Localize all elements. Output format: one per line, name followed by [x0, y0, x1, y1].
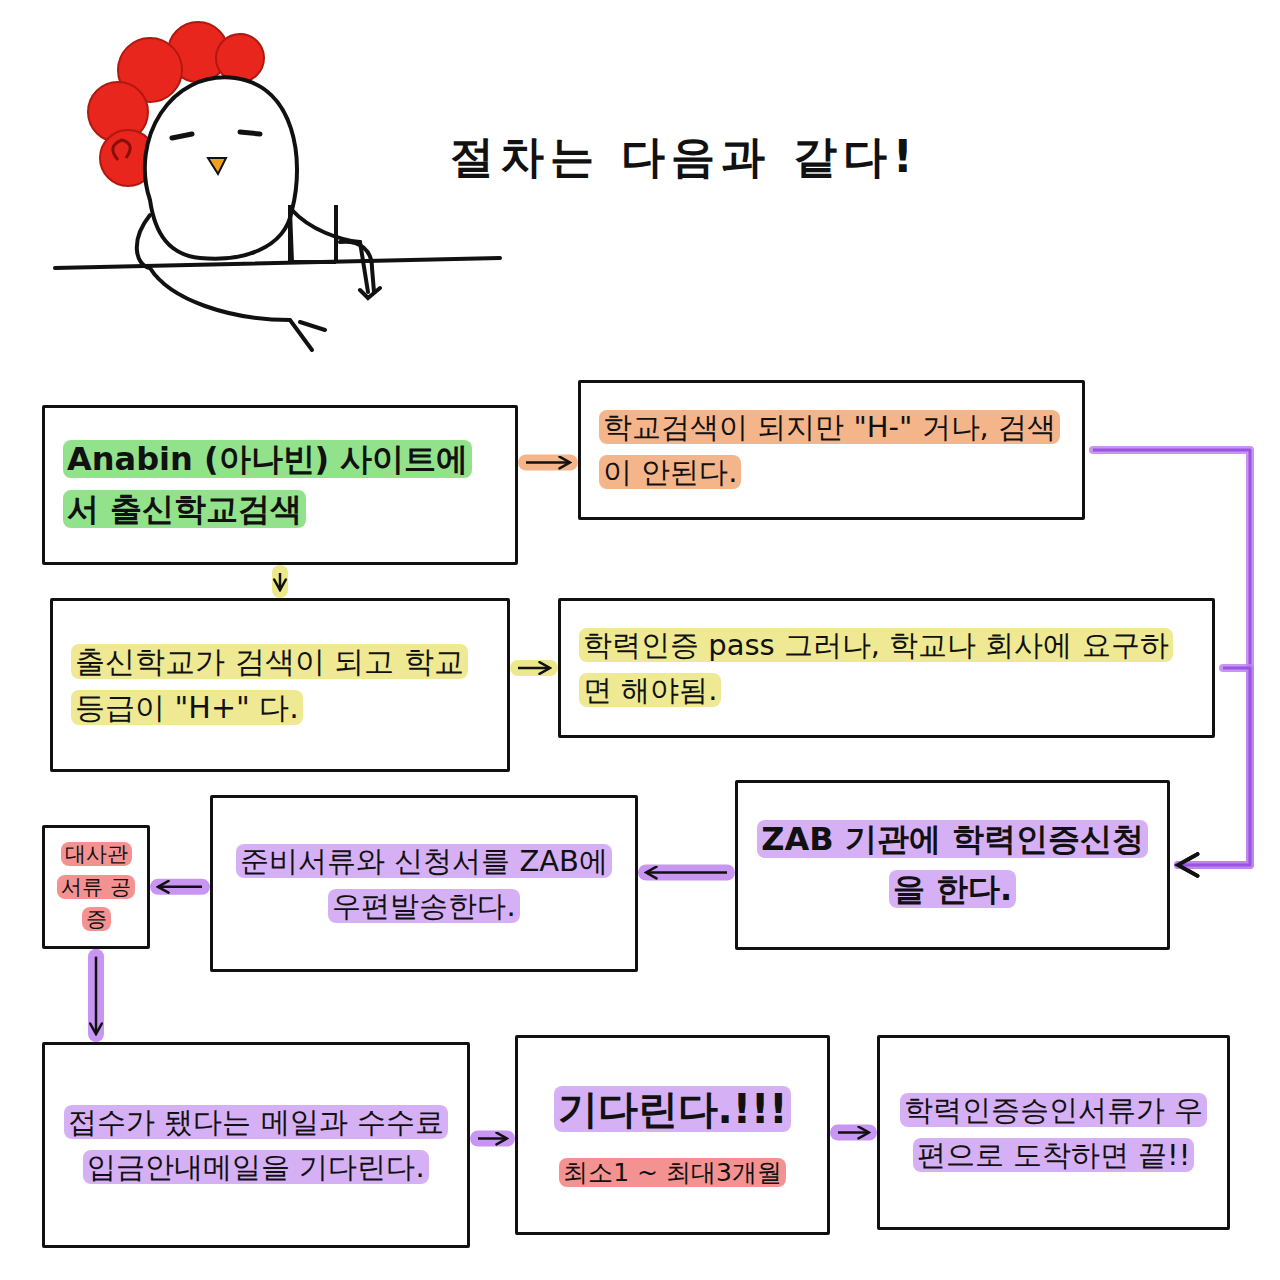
chicken-arm: [150, 268, 325, 350]
flow-arrow: [518, 668, 550, 669]
process-box: 기다린다.!!! 최소1 ~ 최대3개월: [515, 1035, 830, 1235]
chicken-body: [137, 210, 368, 292]
page-title: 절차는 다음과 같다!: [450, 128, 919, 187]
box-note: 최소1 ~ 최대3개월: [559, 1158, 786, 1187]
process-box: ZAB 기관에 학력인증신청을 한다.: [735, 780, 1170, 950]
flow-arrow: [158, 886, 202, 887]
process-box: 학교검색이 되지만 "H-" 거나, 검색이 안된다.: [578, 380, 1085, 520]
flow-arrow: [280, 573, 281, 590]
process-box: 학력인증 pass 그러나, 학교나 회사에 요구하면 해야됨.: [558, 598, 1215, 738]
flow-arrow: [96, 957, 97, 1034]
chicken-head: [145, 77, 297, 258]
box-text: 학교검색이 되지만 "H-" 거나, 검색이 안된다.: [599, 410, 1060, 489]
box-text: Anabin (아나빈) 사이트에서 출신학교검색: [63, 440, 472, 528]
flow-arrow: [478, 1138, 507, 1139]
table-line: [55, 258, 500, 268]
box-text: 접수가 됐다는 메일과 수수료 입금안내메일을 기다린다.: [64, 1105, 448, 1184]
process-box: Anabin (아나빈) 사이트에서 출신학교검색: [42, 405, 518, 565]
process-box: 학력인증승인서류가 우편으로 도착하면 끝!!: [877, 1035, 1230, 1230]
flow-arrow: [838, 1132, 869, 1133]
box-text: 대사관 서류 공증: [57, 842, 135, 931]
box-text: 기다린다.!!!: [554, 1086, 792, 1132]
box-text: 학력인증승인서류가 우편으로 도착하면 끝!!: [900, 1093, 1207, 1172]
flow-arrow: [646, 872, 727, 873]
box-text: 출신학교가 검색이 되고 학교등급이 "H+" 다.: [71, 644, 468, 726]
process-box: 대사관 서류 공증: [42, 825, 150, 949]
flow-arrow: [526, 462, 570, 463]
process-box: 출신학교가 검색이 되고 학교등급이 "H+" 다.: [50, 598, 510, 772]
process-box: 접수가 됐다는 메일과 수수료 입금안내메일을 기다린다.: [42, 1042, 470, 1248]
process-box: 준비서류와 신청서를 ZAB에 우편발송한다.: [210, 795, 638, 972]
box-text: 학력인증 pass 그러나, 학교나 회사에 요구하면 해야됨.: [579, 628, 1173, 707]
box-text: 준비서류와 신청서를 ZAB에 우편발송한다.: [236, 844, 612, 923]
box-text: ZAB 기관에 학력인증신청을 한다.: [757, 820, 1148, 908]
